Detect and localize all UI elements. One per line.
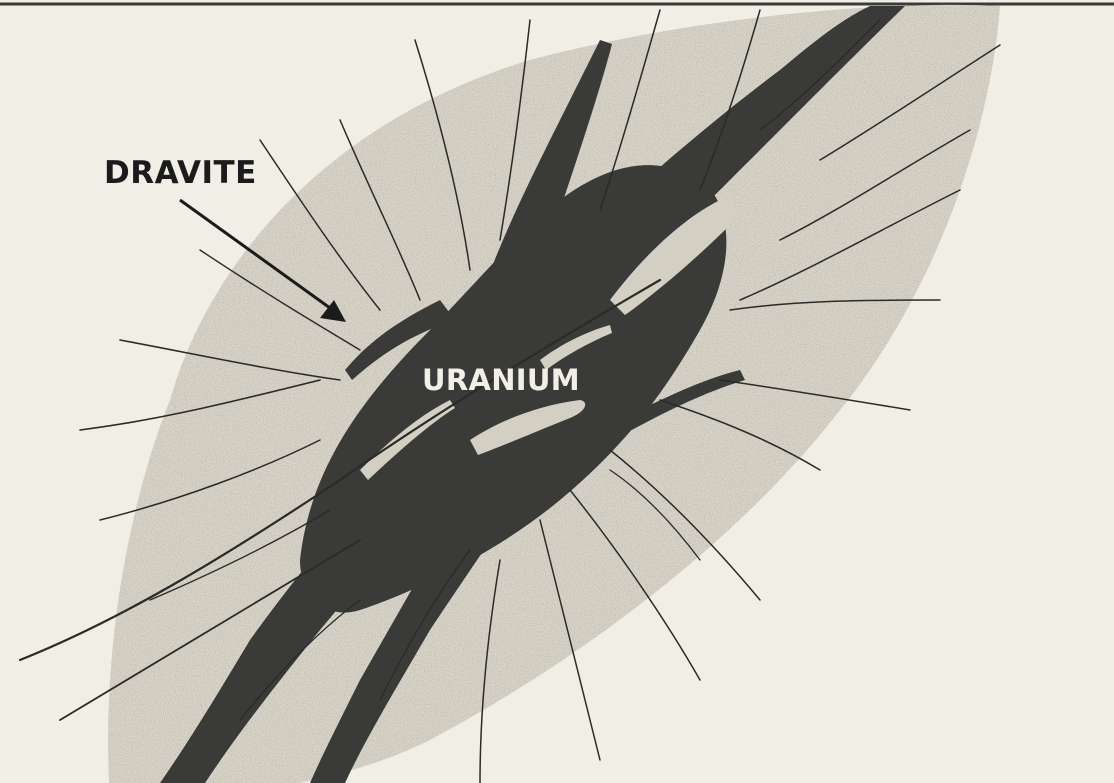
dravite-label: DRAVITE (104, 158, 257, 189)
uranium-label: URANIUM (422, 366, 580, 395)
